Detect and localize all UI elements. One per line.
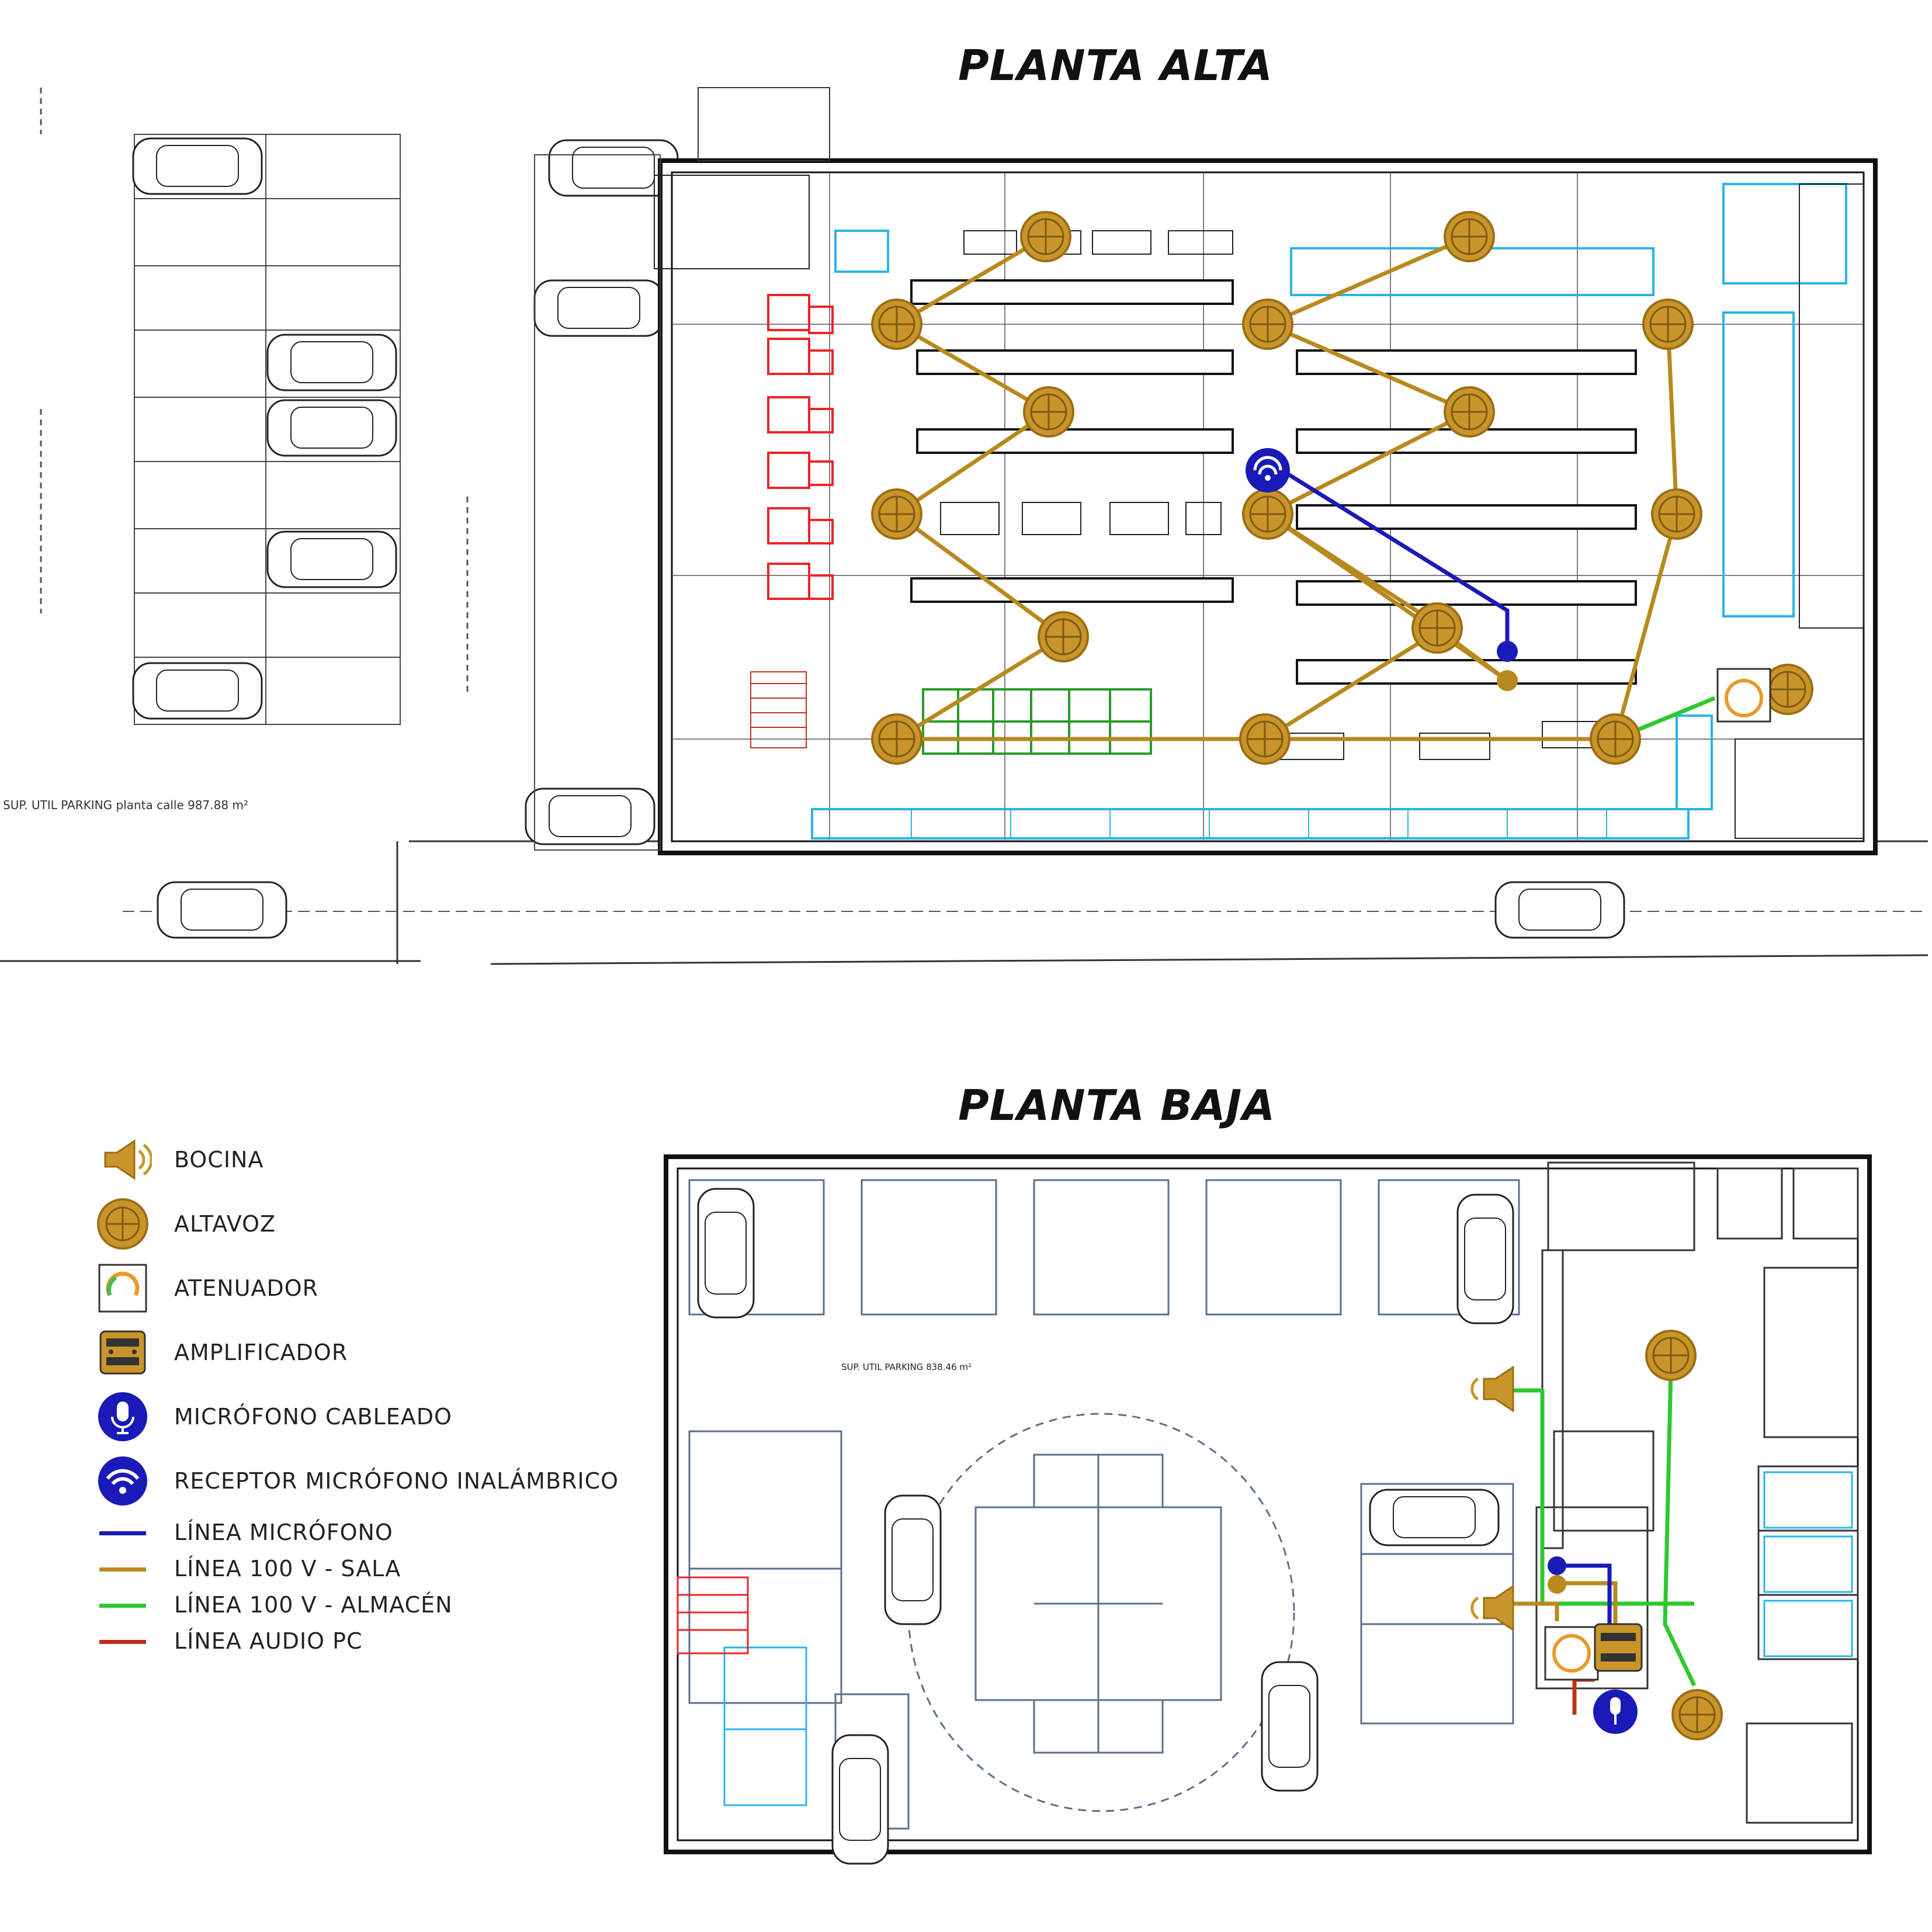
upper-floor-title: PLANTA ALTA xyxy=(958,41,1273,90)
ceiling-speaker-icon xyxy=(1411,602,1463,654)
wired-microphone-icon xyxy=(98,1392,147,1441)
upper-parking-area-label: SUP. UTIL PARKING planta calle 987.88 m² xyxy=(3,798,248,812)
mic-connection-point xyxy=(1497,641,1518,662)
amplifier-icon xyxy=(1594,1623,1643,1672)
ceiling-speaker-icon xyxy=(1642,299,1694,350)
ceiling-speaker-icon xyxy=(1023,386,1074,438)
legend-item-atenuador: ATENUADOR xyxy=(93,1259,666,1323)
ceiling-speaker-icon xyxy=(871,713,922,765)
horn-speaker-icon xyxy=(1470,1365,1514,1413)
legend-item-microfono-cableado: MICRÓFONO CABLEADO xyxy=(93,1388,666,1452)
legend-label: BOCINA xyxy=(174,1147,264,1173)
amplifier-icon xyxy=(99,1330,146,1375)
legend-label: LÍNEA AUDIO PC xyxy=(174,1628,363,1654)
horn-speaker-icon xyxy=(104,1139,152,1180)
lower-floor-title: PLANTA BAJA xyxy=(958,1081,1276,1130)
ceiling-speaker-icon xyxy=(1444,386,1495,438)
ceiling-speaker-icon xyxy=(1239,713,1291,765)
attenuator-icon xyxy=(98,1264,147,1313)
legend-label: ALTAVOZ xyxy=(174,1211,276,1237)
legend-label: LÍNEA MICRÓFONO xyxy=(174,1520,393,1545)
ceiling-speaker-icon xyxy=(1651,488,1702,540)
legend-label: LÍNEA 100 V - SALA xyxy=(174,1556,401,1581)
ceiling-speaker-icon xyxy=(1242,488,1293,540)
ceiling-speaker-icon xyxy=(1038,611,1089,663)
upper-floor-plan: SUP. UTIL PARKING planta calle 987.88 m² xyxy=(0,87,1928,965)
ceiling-speaker-icon xyxy=(1242,299,1293,350)
ceiling-speaker-icon xyxy=(871,299,922,350)
ceiling-speaker-icon xyxy=(1444,211,1495,262)
legend-item-linea-audio-pc: LÍNEA AUDIO PC xyxy=(93,1625,666,1661)
wired-microphone-icon xyxy=(1593,1690,1638,1734)
line-swatch xyxy=(99,1567,146,1572)
legend: BOCINA ALTAVOZ ATENUADOR AMPLIFICADOR xyxy=(93,1130,666,1661)
ceiling-speaker-icon xyxy=(1590,713,1641,765)
legend-item-receptor-inalambrico: RECEPTOR MICRÓFONO INALÁMBRICO xyxy=(93,1452,666,1516)
legend-label: MICRÓFONO CABLEADO xyxy=(174,1404,452,1430)
wireless-receiver-icon xyxy=(1246,448,1290,492)
legend-label: LÍNEA 100 V - ALMACÉN xyxy=(174,1592,453,1618)
line-connection-point xyxy=(1497,670,1518,691)
attenuator-icon xyxy=(1716,668,1771,723)
horn-speaker-icon xyxy=(1470,1584,1514,1632)
legend-label: RECEPTOR MICRÓFONO INALÁMBRICO xyxy=(174,1468,619,1494)
line-swatch xyxy=(99,1640,146,1644)
ceiling-speaker-icon xyxy=(1020,211,1071,262)
line-swatch xyxy=(99,1604,146,1608)
legend-item-linea-almacen: LÍNEA 100 V - ALMACÉN xyxy=(93,1588,666,1625)
lower-parking-area-label: SUP. UTIL PARKING 838.46 m² xyxy=(841,1362,972,1372)
legend-label: ATENUADOR xyxy=(174,1275,319,1301)
attenuator-icon xyxy=(1544,1626,1599,1681)
ceiling-speaker-icon xyxy=(1671,1689,1723,1740)
wireless-receiver-icon xyxy=(98,1456,147,1506)
ceiling-speaker-icon xyxy=(1645,1330,1697,1381)
legend-item-linea-microfono: LÍNEA MICRÓFONO xyxy=(93,1516,666,1552)
ceiling-speaker-icon xyxy=(97,1198,148,1250)
legend-item-amplificador: AMPLIFICADOR xyxy=(93,1323,666,1388)
parking-grid-upper xyxy=(134,134,401,725)
legend-item-linea-sala: LÍNEA 100 V - SALA xyxy=(93,1552,666,1588)
legend-item-bocina: BOCINA xyxy=(93,1130,666,1195)
legend-label: AMPLIFICADOR xyxy=(174,1340,348,1365)
ceiling-speaker-icon xyxy=(871,488,922,540)
legend-item-altavoz: ALTAVOZ xyxy=(93,1195,666,1259)
line-swatch xyxy=(99,1531,146,1535)
lower-floor-plan: SUP. UTIL PARKING 838.46 m² xyxy=(664,1154,1872,1865)
